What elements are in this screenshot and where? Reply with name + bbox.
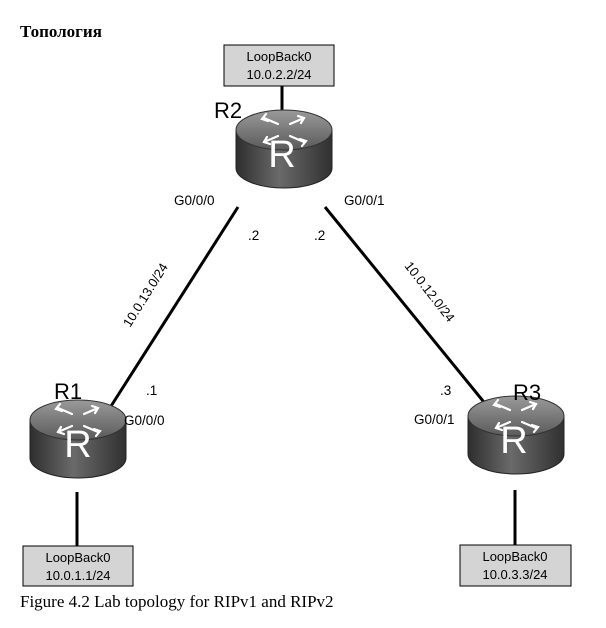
- loopback-r1-name: LoopBack0: [45, 550, 110, 565]
- r2-interface-right: G0/0/1: [344, 193, 385, 208]
- page-heading: Топология: [20, 22, 102, 41]
- r2-interface-left: G0/0/0: [174, 193, 215, 208]
- link-r2-r3-network: 10.0.12.0/24: [402, 259, 458, 325]
- r2-host-left: .2: [248, 228, 259, 243]
- link-r1-r2-network: 10.0.13.0/24: [120, 260, 171, 329]
- router-r3-letter: R: [500, 420, 527, 462]
- router-r1-name: R1: [54, 379, 82, 404]
- link-r2-r3: [323, 206, 494, 413]
- router-r2-name: R2: [214, 98, 242, 123]
- router-r3-name: R3: [513, 380, 541, 405]
- r3-interface: G0/0/1: [414, 412, 455, 427]
- loopback-r3-box: [459, 544, 572, 587]
- r3-host: .3: [440, 383, 451, 398]
- router-r1-letter: R: [64, 424, 91, 466]
- loopback-r2-box: [223, 44, 335, 87]
- link-r1-r2: [104, 206, 240, 415]
- r1-interface: G0/0/0: [124, 413, 165, 428]
- loopback-r3-ip: 10.0.3.3/24: [482, 567, 547, 582]
- r1-host: .1: [146, 383, 157, 398]
- loopback-r3-name: LoopBack0: [482, 549, 547, 564]
- loopback-r1-box: [22, 545, 134, 587]
- figure-caption: Figure 4.2 Lab topology for RIPv1 and RI…: [20, 592, 334, 611]
- loopback-r2-ip: 10.0.2.2/24: [246, 67, 311, 82]
- loopback-r1-ip: 10.0.1.1/24: [45, 568, 110, 583]
- loopback-r2-name: LoopBack0: [246, 49, 311, 64]
- r2-host-right: .2: [314, 228, 325, 243]
- router-r2-letter: R: [268, 134, 295, 176]
